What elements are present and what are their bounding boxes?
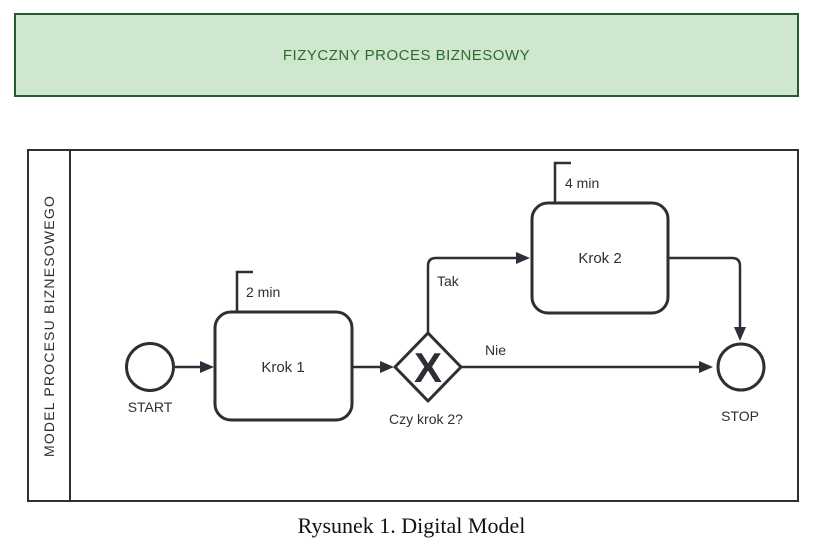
physical-process-banner: FIZYCZNY PROCES BIZNESOWY: [14, 13, 799, 97]
arrowhead-start-to-task1: [200, 361, 214, 373]
gateway-x-marker: X: [414, 344, 442, 391]
end-event-circle: [716, 342, 766, 392]
start-event-circle: [125, 342, 175, 392]
arrowhead-gateway-to-stop: [699, 361, 713, 373]
banner-title: FIZYCZNY PROCES BIZNESOWY: [282, 46, 531, 64]
branch-no-label: Nie: [485, 342, 506, 358]
task1-label: Krok 1: [261, 359, 304, 376]
task2-duration-label: 4 min: [565, 175, 599, 191]
task2-label: Krok 2: [578, 250, 621, 267]
arrowhead-task1-to-gateway: [380, 361, 394, 373]
gateway-question-label: Czy krok 2?: [389, 411, 463, 427]
bpmn-pool: MODEL PROCESU BIZNESOWEGO: [27, 149, 799, 502]
pool-lane-header: MODEL PROCESU BIZNESOWEGO: [29, 151, 71, 500]
task1-duration-label: 2 min: [246, 284, 280, 300]
task2-duration-bracket: [553, 161, 571, 203]
branch-yes-label: Tak: [437, 273, 460, 289]
task1-duration-bracket: [235, 270, 253, 312]
edge-task2-to-stop: [668, 256, 742, 328]
figure-caption: Rysunek 1. Digital Model: [297, 513, 526, 538]
arrowhead-task2-to-stop: [734, 327, 746, 341]
end-event-label: STOP: [721, 408, 759, 424]
task1-box: [213, 310, 354, 422]
task2-box: [530, 201, 670, 315]
edge-gateway-to-task2: [426, 256, 517, 333]
start-event-label: START: [128, 399, 173, 415]
arrowhead-gateway-to-task2: [516, 252, 530, 264]
gateway-diamond: [393, 331, 463, 403]
